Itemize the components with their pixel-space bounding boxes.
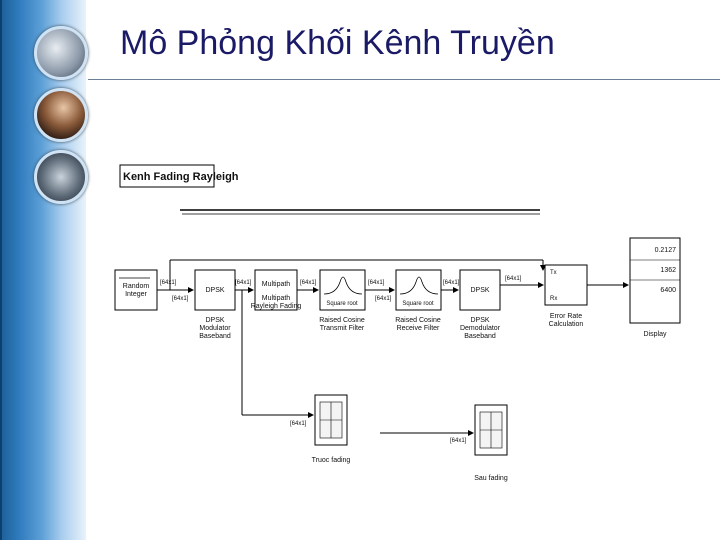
scope-after-label: Sau fading [474, 475, 508, 482]
signal-label: [64x1] [172, 296, 189, 302]
sidebar-stripe [0, 0, 2, 540]
error-rate-tx: Tx [550, 270, 557, 276]
error-rate-block[interactable] [544, 264, 588, 306]
subsystem-label: Kenh Fading Rayleigh [123, 171, 239, 183]
signal-label: [64x1] [443, 280, 460, 286]
slide-sidebar [0, 0, 88, 540]
tx-filter-inner: Square root [326, 301, 358, 307]
rx-filter-block[interactable] [395, 269, 442, 311]
signal-label: [64x1] [300, 280, 317, 286]
signal-label: [64x1] [160, 280, 177, 286]
signal-lines [157, 259, 629, 436]
display-value-2: 1362 [660, 267, 676, 274]
scope-after-block[interactable] [474, 404, 508, 456]
slide-title: Mô Phỏng Khối Kênh Truyền [120, 24, 555, 62]
people-photo-icon [34, 88, 88, 142]
signal-label: [64x1] [450, 438, 467, 444]
error-rate-rx: Rx [550, 296, 557, 302]
display-value-1: 0.2127 [655, 247, 677, 254]
signal-label: [64x1] [375, 296, 392, 302]
random-integer-block[interactable] [114, 269, 158, 311]
signal-label: [64x1] [290, 421, 307, 427]
signal-label: [64x1] [368, 280, 385, 286]
scope-before-block[interactable] [314, 394, 348, 446]
dpsk-modulator-inner: DPSK [205, 287, 224, 294]
tx-filter-block[interactable] [319, 269, 366, 311]
scope-before-label: Truoc fading [312, 457, 351, 464]
display-block[interactable] [629, 237, 681, 324]
rx-filter-inner: Square root [402, 301, 434, 307]
dpsk-demodulator-block[interactable] [459, 269, 501, 311]
signal-label: [64x1] [235, 280, 252, 286]
signal-label: [64x1] [505, 276, 522, 282]
multipath-inner: Multipath [262, 281, 291, 288]
business-photo-icon [34, 150, 88, 204]
title-underline [88, 79, 720, 80]
display-value-3: 6400 [660, 287, 676, 294]
display-label: Display [644, 331, 667, 338]
dpsk-demodulator-inner: DPSK [470, 287, 489, 294]
subsystem-label-box[interactable] [119, 164, 215, 188]
office-photo-icon [34, 26, 88, 80]
dpsk-modulator-block[interactable] [194, 269, 236, 311]
